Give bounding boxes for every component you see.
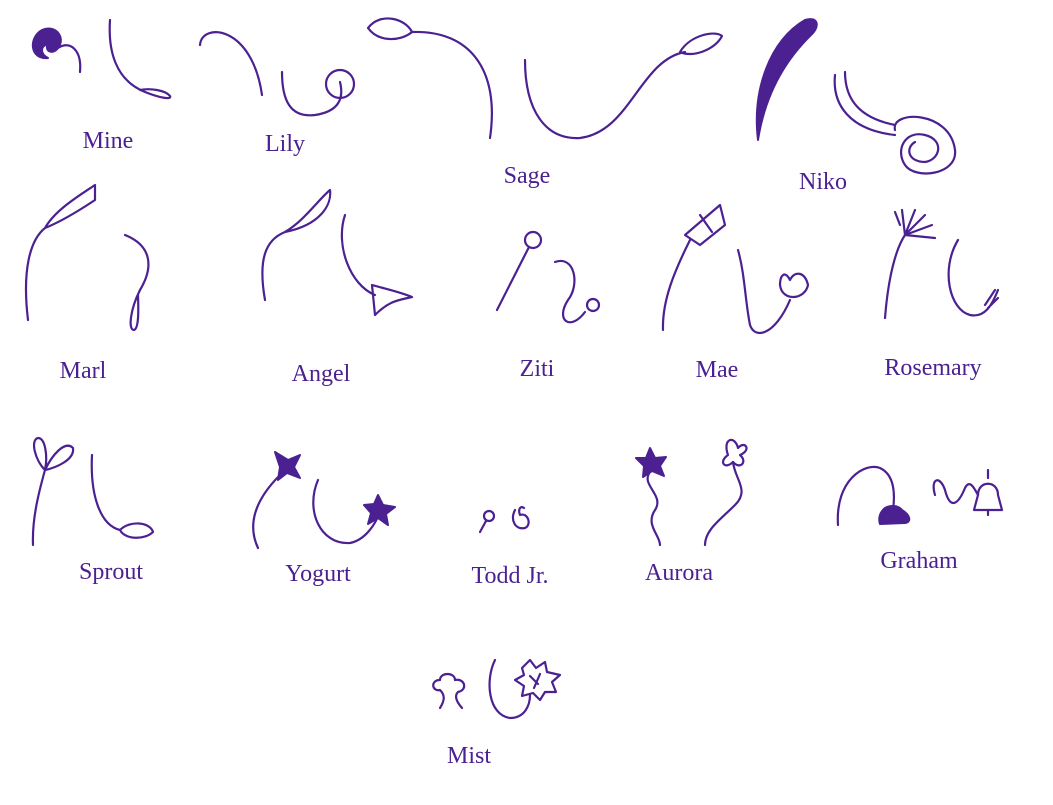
- aurora-drawing: [635, 438, 748, 547]
- ziti-drawing: [495, 230, 601, 324]
- sprout-drawing: [31, 436, 155, 547]
- plant-label-mist: Mist: [446, 743, 492, 769]
- yogurt-drawing: [252, 451, 396, 550]
- mine-drawing: [32, 18, 172, 100]
- plant-label-angel: Angel: [291, 361, 351, 387]
- sage-drawing: [366, 17, 724, 140]
- plant-label-graham: Graham: [880, 548, 958, 574]
- mist-drawing: [432, 658, 562, 720]
- plant-label-ziti: Ziti: [519, 356, 555, 382]
- plant-label-aurora: Aurora: [645, 560, 713, 586]
- todd-jr-drawing: [478, 506, 530, 534]
- plant-label-sage: Sage: [503, 163, 551, 189]
- marl-drawing: [24, 183, 150, 332]
- plant-label-mine: Mine: [82, 128, 134, 154]
- plant-label-yogurt: Yogurt: [285, 561, 351, 587]
- plant-label-mae: Mae: [695, 357, 739, 383]
- plant-label-lily: Lily: [265, 131, 305, 157]
- graham-drawing: [836, 465, 1004, 527]
- lily-drawing: [198, 31, 356, 117]
- plant-label-sprout: Sprout: [78, 559, 144, 585]
- rosemary-drawing: [883, 208, 1000, 320]
- plant-label-todd-jr: Todd Jr.: [471, 563, 549, 589]
- angel-drawing: [261, 188, 414, 317]
- plant-label-niko: Niko: [799, 169, 847, 195]
- mae-drawing: [661, 203, 810, 335]
- niko-drawing: [755, 18, 957, 175]
- plant-label-rosemary: Rosemary: [884, 355, 982, 381]
- plant-label-marl: Marl: [59, 358, 107, 384]
